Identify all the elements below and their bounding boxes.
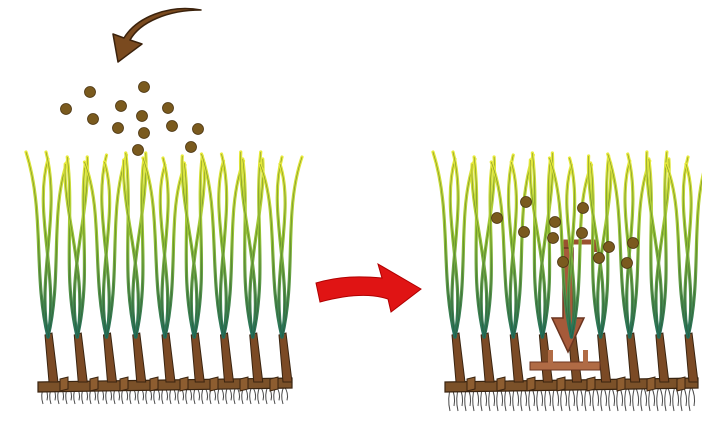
seed	[594, 253, 605, 264]
seed	[139, 128, 150, 139]
stem	[74, 333, 87, 382]
rhizome-node	[467, 377, 475, 391]
seed	[163, 103, 174, 114]
stem	[510, 333, 523, 382]
rhizome-node	[90, 377, 98, 391]
stem	[191, 333, 204, 382]
stems-left	[45, 333, 292, 382]
rhizome-node	[240, 377, 248, 391]
root	[657, 386, 663, 411]
seed	[548, 233, 559, 244]
root	[665, 386, 671, 411]
seagrass-canopy-left	[26, 152, 302, 337]
after-seed-panel	[433, 152, 702, 411]
stems-right	[452, 333, 698, 382]
seed	[137, 111, 148, 122]
rhizome-node	[120, 377, 128, 391]
stem	[452, 333, 465, 382]
stem	[104, 333, 117, 382]
seed	[88, 114, 99, 125]
seed	[193, 124, 204, 135]
seed	[139, 82, 150, 93]
seed	[186, 142, 197, 153]
seed	[622, 258, 633, 269]
seed	[492, 213, 503, 224]
curved-seed-drop-arrow-icon	[113, 9, 201, 62]
rhizome-node	[677, 377, 685, 391]
seed	[133, 145, 144, 156]
seed	[519, 227, 530, 238]
rhizome-node	[647, 377, 655, 391]
rhizome-node	[210, 377, 218, 391]
stem	[598, 333, 611, 382]
seed	[116, 101, 127, 112]
stem	[656, 333, 669, 382]
rhizome-node	[617, 377, 625, 391]
seed	[577, 228, 588, 239]
stem	[250, 333, 263, 382]
stem	[279, 333, 292, 382]
rhizome-node	[557, 377, 565, 391]
stem	[45, 333, 58, 382]
seed	[61, 104, 72, 115]
seed	[604, 242, 615, 253]
transition-arrow-icon	[316, 264, 421, 312]
root	[633, 386, 639, 411]
root	[689, 386, 695, 411]
falling-seeds	[61, 82, 204, 156]
seed	[558, 257, 569, 268]
stem	[221, 333, 234, 382]
seed	[578, 203, 589, 214]
stem	[627, 333, 640, 382]
stem	[481, 333, 494, 382]
seed	[550, 217, 561, 228]
stem	[685, 333, 698, 382]
stem	[162, 333, 175, 382]
rhizome-node	[270, 377, 278, 391]
seed	[521, 197, 532, 208]
seed	[85, 87, 96, 98]
rhizome-node	[150, 377, 158, 391]
rhizome-node	[587, 377, 595, 391]
seed	[113, 123, 124, 134]
root	[641, 386, 647, 411]
seed	[167, 121, 178, 132]
rhizome-node	[60, 377, 68, 391]
stem	[133, 333, 146, 382]
rhizome-node	[497, 377, 505, 391]
before-seed-panel	[26, 82, 302, 405]
seed	[628, 238, 639, 249]
rhizome-node	[180, 377, 188, 391]
root	[625, 386, 631, 411]
rhizome-node	[527, 377, 535, 391]
